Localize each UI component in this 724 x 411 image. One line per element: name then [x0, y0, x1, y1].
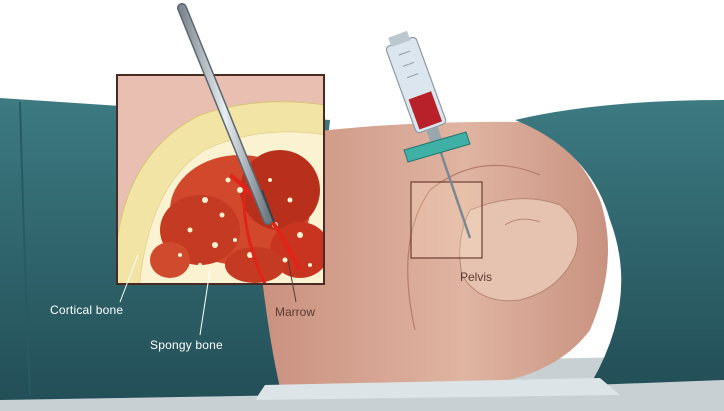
pelvis-target-box: [411, 182, 482, 258]
label-spongy-bone: Spongy bone: [150, 338, 223, 352]
label-marrow: Marrow: [275, 305, 315, 319]
label-cortical-bone: Cortical bone: [50, 303, 123, 317]
label-pelvis: Pelvis: [460, 270, 492, 284]
